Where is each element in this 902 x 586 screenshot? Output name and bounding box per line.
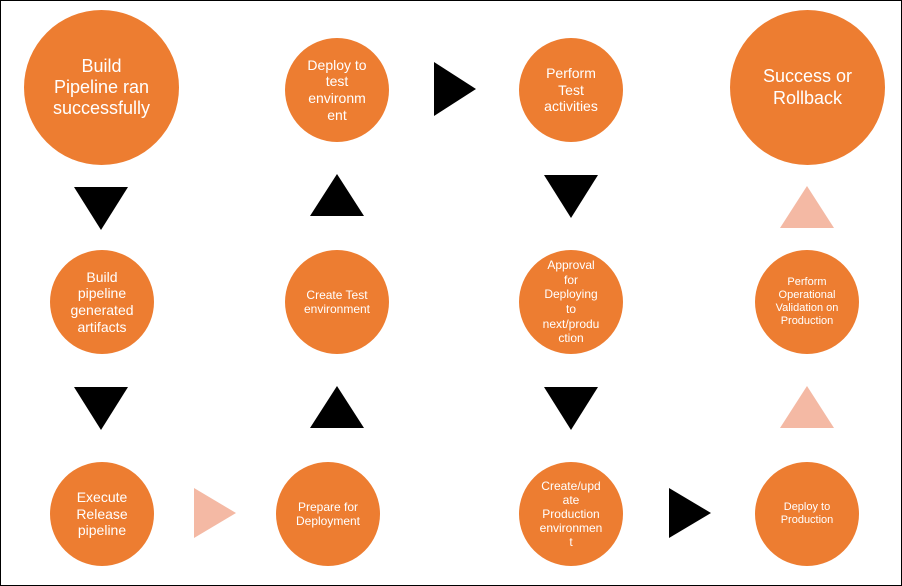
node-label: Deploy to Production [780, 501, 834, 526]
node-prepare-for-deployment: Prepare for Deployment [276, 462, 380, 566]
node-label: Deploy to test environm ent [307, 56, 367, 123]
node-create-update-production-environment: Create/upd ate Production environmen t [519, 462, 623, 566]
arrow-right-icon [669, 488, 711, 538]
node-execute-release-pipeline: Execute Release pipeline [50, 462, 154, 566]
arrow-down-icon [74, 387, 128, 430]
node-success-or-rollback: Success or Rollback [730, 10, 885, 165]
node-label: Create/upd ate Production environmen t [539, 478, 603, 550]
arrow-right-icon [194, 488, 236, 538]
node-label: Execute Release pipeline [76, 489, 128, 539]
node-label: Prepare for Deployment [295, 499, 361, 528]
node-deploy-to-production: Deploy to Production [755, 462, 859, 566]
arrow-down-icon [74, 187, 128, 230]
node-label: Build Pipeline ran successfully [52, 55, 151, 119]
node-deploy-to-test-environment: Deploy to test environm ent [285, 38, 389, 142]
node-approval-for-deploying: Approval for Deploying to next/produ cti… [519, 250, 623, 354]
arrow-right-icon [434, 62, 476, 116]
arrow-down-icon [544, 387, 598, 430]
arrow-down-icon [544, 175, 598, 218]
node-label: Perform Test activities [544, 65, 598, 115]
node-build-pipeline-ran: Build Pipeline ran successfully [24, 10, 179, 165]
node-label: Create Test environment [303, 287, 371, 316]
node-label: Build pipeline generated artifacts [70, 268, 134, 335]
node-perform-operational-validation: Perform Operational Validation on Produc… [755, 250, 859, 354]
node-label: Success or Rollback [762, 66, 853, 108]
arrow-up-icon [780, 186, 834, 228]
node-perform-test-activities: Perform Test activities [519, 38, 623, 142]
arrow-up-icon [310, 174, 364, 216]
arrow-up-icon [780, 386, 834, 428]
node-label: Perform Operational Validation on Produc… [775, 276, 839, 327]
node-create-test-environment: Create Test environment [285, 250, 389, 354]
arrow-up-icon [310, 386, 364, 428]
node-label: Approval for Deploying to next/produ cti… [542, 258, 600, 346]
node-build-pipeline-generated-artifacts: Build pipeline generated artifacts [50, 250, 154, 354]
